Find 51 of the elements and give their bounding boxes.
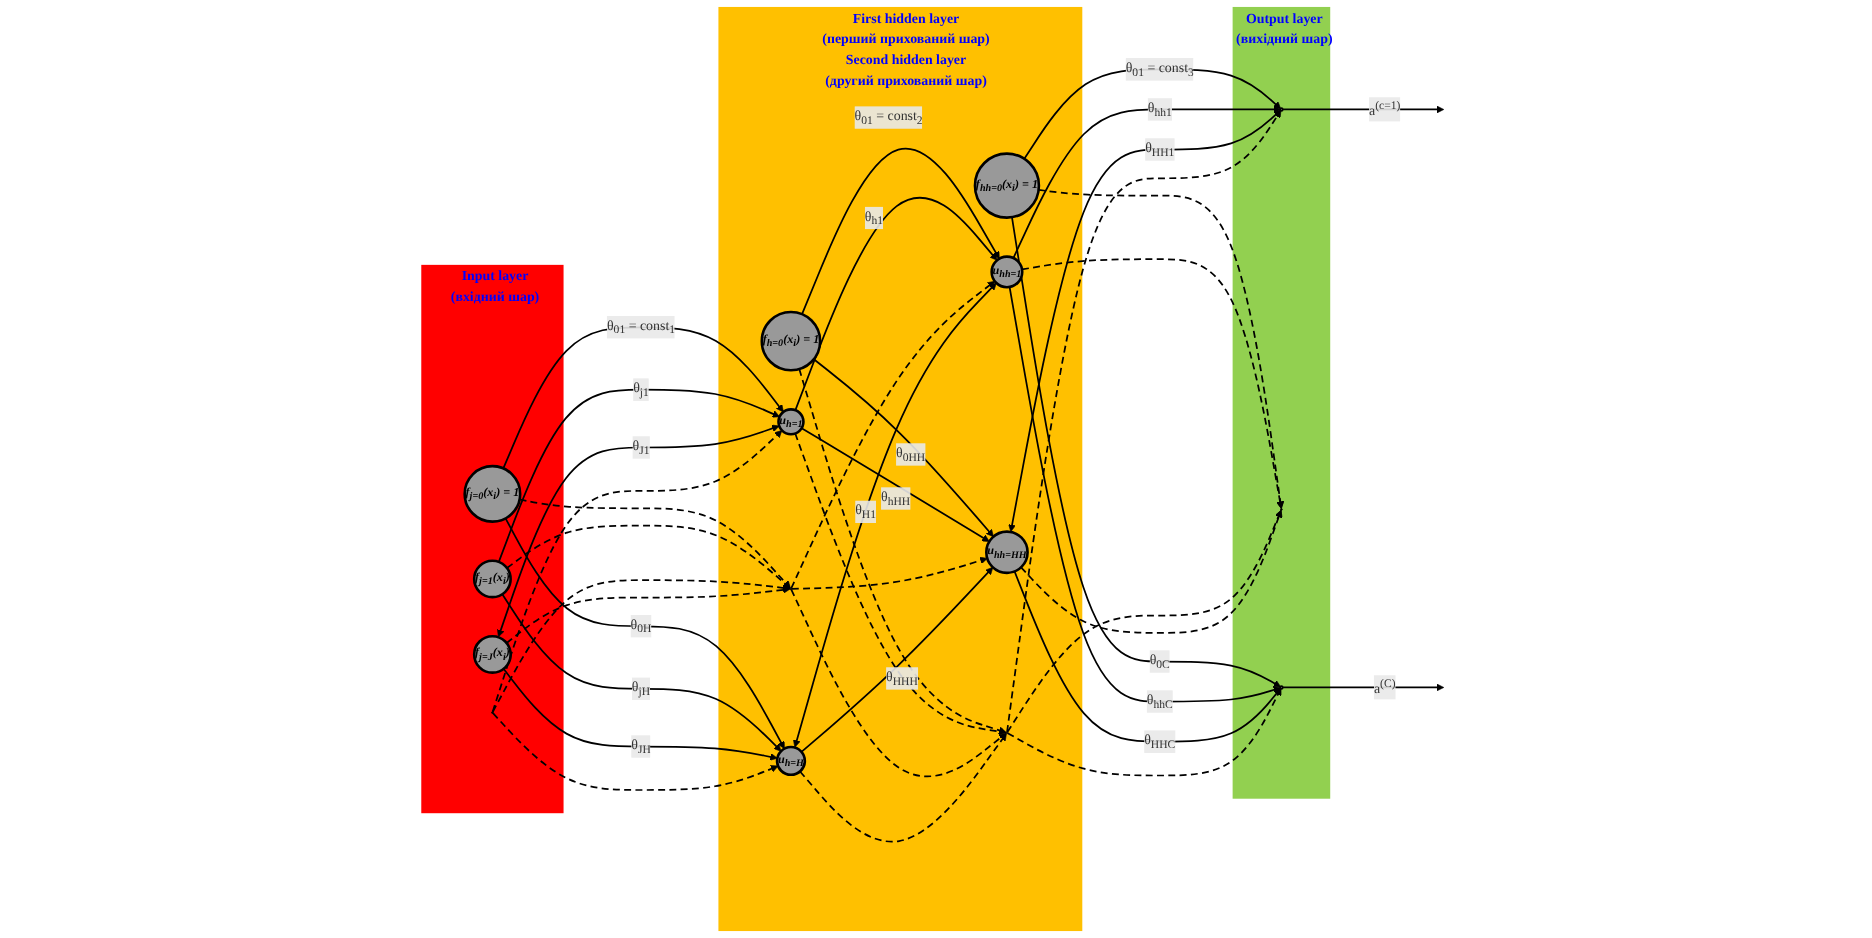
arrow — [799, 733, 1007, 843]
cluster — [1232, 6, 1331, 799]
cluster — [421, 264, 564, 814]
arrow — [1006, 109, 1282, 733]
arrow — [790, 556, 988, 590]
node-circle — [1279, 107, 1284, 112]
arrow — [794, 196, 998, 412]
arrow — [1008, 286, 1281, 703]
node-circle — [463, 464, 522, 523]
arrow — [1281, 683, 1445, 692]
node-circle — [777, 408, 805, 436]
arrow — [800, 567, 994, 753]
arrow — [1021, 258, 1284, 509]
arrow — [1006, 687, 1282, 777]
node-circle — [760, 310, 822, 372]
node-circle — [973, 152, 1041, 219]
arrow — [1008, 109, 1282, 532]
arrow — [1013, 570, 1282, 743]
arrow — [1023, 68, 1282, 160]
arrow — [800, 427, 990, 542]
node-dots — [1280, 508, 1283, 511]
arrow — [502, 667, 778, 761]
node-circle — [472, 634, 512, 674]
arrow — [801, 147, 1000, 316]
arrow — [497, 388, 780, 563]
arrow — [491, 579, 791, 713]
arrow — [812, 358, 994, 537]
arrow — [793, 282, 997, 748]
node-circle — [472, 559, 512, 599]
arrow — [504, 517, 785, 750]
arrow — [790, 280, 996, 589]
arrow — [1006, 509, 1282, 733]
arrow — [506, 524, 791, 589]
cluster — [718, 6, 1083, 932]
arrow — [1020, 509, 1283, 634]
arrow — [790, 588, 1007, 778]
arrow — [1011, 216, 1281, 688]
arrow — [492, 712, 779, 791]
arrow — [1281, 105, 1445, 114]
arrow — [798, 368, 1007, 735]
arrow — [497, 424, 780, 638]
arrow — [502, 326, 784, 470]
arrow — [505, 586, 791, 644]
node-circle — [775, 745, 807, 777]
arrow — [501, 593, 782, 752]
arrow — [1037, 188, 1285, 509]
arrow — [491, 430, 783, 713]
node-circle — [1279, 685, 1284, 690]
arrow — [794, 432, 1007, 736]
arrow — [1012, 105, 1281, 259]
node-circle — [990, 255, 1024, 289]
